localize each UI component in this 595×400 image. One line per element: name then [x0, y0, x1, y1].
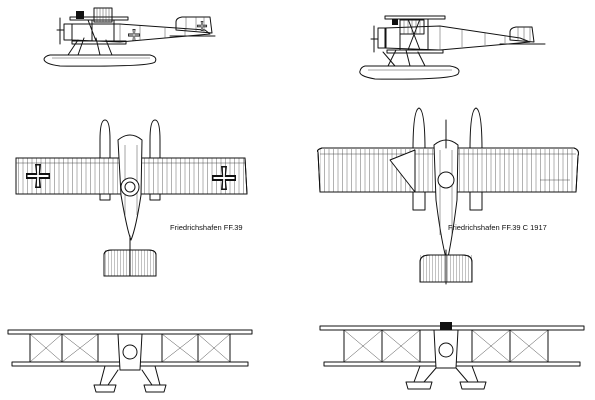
caption-ff39: Friedrichshafen FF.39	[170, 223, 243, 232]
front-view-ff39c	[319, 322, 585, 390]
iron-cross-icon	[128, 29, 140, 41]
caption-ff39c: Friedrichshafen FF.39 C 1917	[448, 223, 547, 232]
side-view-ff39c	[359, 15, 546, 80]
plan-view-ff39	[15, 119, 248, 277]
plan-view-ff39c	[317, 107, 579, 285]
side-view-ff39	[43, 7, 216, 67]
front-view-ff39	[7, 329, 253, 393]
